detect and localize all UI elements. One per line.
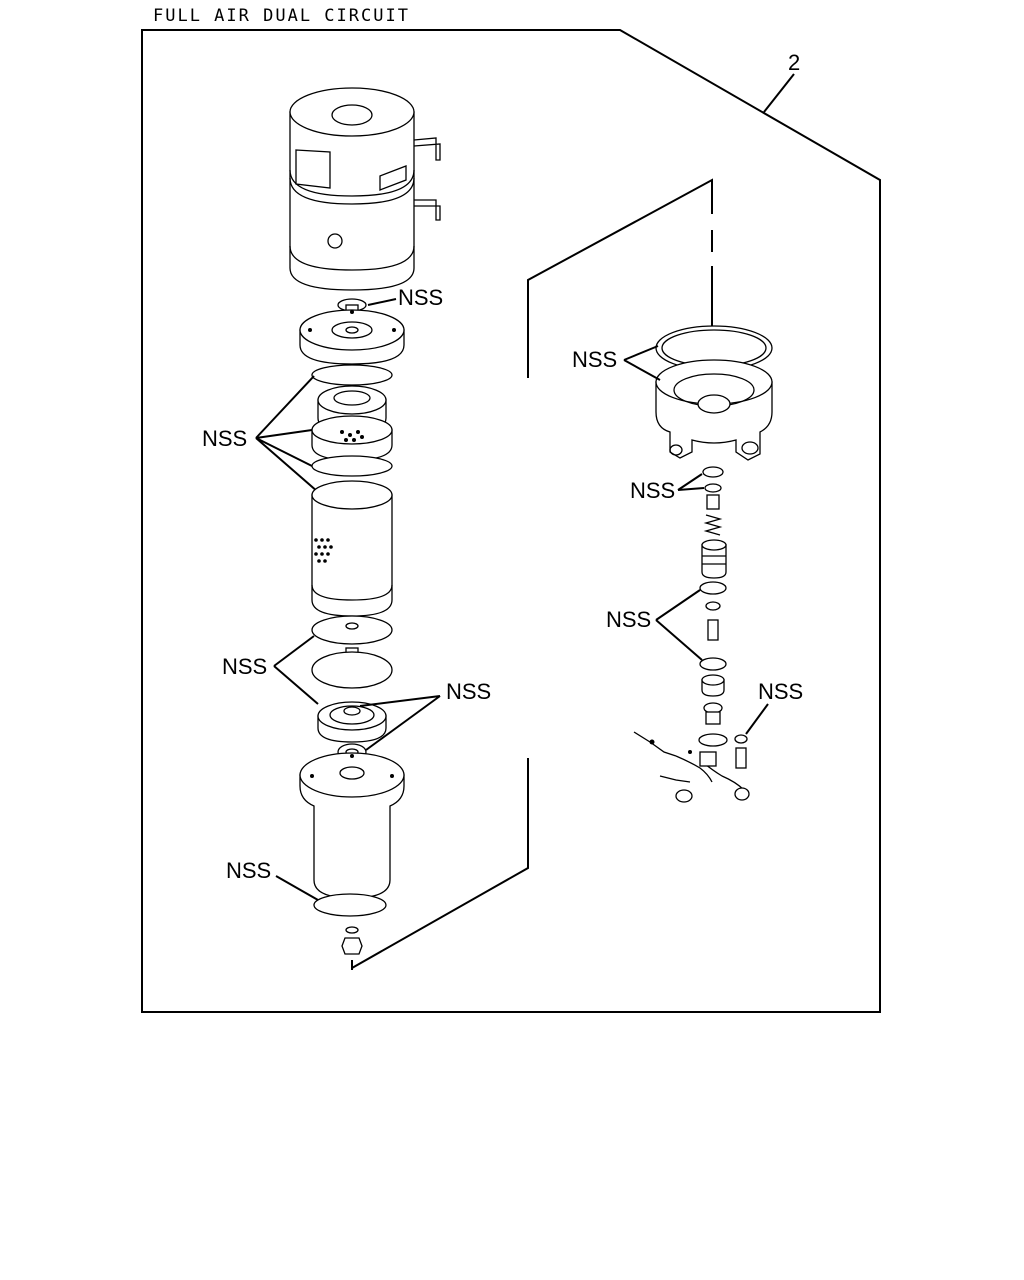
- lower-disc-1: [311, 615, 393, 645]
- upper-plate: [299, 309, 405, 365]
- callout-number: 2: [788, 50, 800, 75]
- top-canister: [289, 87, 441, 291]
- valve-stem: [706, 494, 720, 510]
- nss-label-right-orings-top: NSS: [630, 478, 675, 503]
- leaders-right-housing: [623, 345, 661, 381]
- nss-label-top-cap: NSS: [398, 285, 443, 310]
- perforated-disc: [311, 415, 393, 461]
- fitting: [735, 747, 747, 769]
- lower-valve-cap: [701, 674, 725, 697]
- leader-left-bottom: [275, 875, 319, 901]
- washer: [345, 926, 359, 934]
- filter-element: [311, 480, 393, 617]
- nss-label-right-housing: NSS: [572, 347, 617, 372]
- nss-label-left-discs: NSS: [222, 654, 267, 679]
- fitting-oring: [734, 734, 748, 744]
- bottom-seal-ring: [313, 893, 387, 917]
- oring-top-1: [702, 466, 724, 478]
- left-component-stack: NSS NSS: [202, 87, 491, 970]
- leaders-left-seals: [255, 375, 319, 493]
- assembly-frame: [141, 29, 881, 1013]
- leaders-right-orings-top: [677, 473, 705, 491]
- nss-label-right-fitting: NSS: [758, 679, 803, 704]
- nss-label-right-orings-mid: NSS: [606, 607, 651, 632]
- right-component-stack: NSS NSS NSS: [572, 325, 803, 803]
- seal-ring-2: [311, 455, 393, 477]
- lower-ring: [698, 733, 728, 747]
- plunger: [701, 539, 727, 579]
- callout-leader: [763, 73, 795, 113]
- leaders-left-discs: [273, 635, 319, 705]
- oring-top-2: [704, 483, 722, 493]
- nss-label-left-bottom: NSS: [226, 858, 271, 883]
- bottom-housing: [299, 752, 405, 899]
- oring-mid-1: [699, 581, 727, 595]
- leaders-right-orings-mid: [655, 589, 703, 661]
- pin: [707, 619, 719, 641]
- spring: [703, 514, 723, 536]
- leaders-left-nut: [359, 695, 441, 751]
- leader-top-cap: [367, 298, 397, 306]
- hex-nut: [341, 937, 363, 955]
- leader-right-fitting: [745, 703, 769, 735]
- sensor-wiring: [633, 731, 750, 803]
- diagram-title: FULL AIR DUAL CIRCUIT: [153, 6, 410, 26]
- lower-body: [705, 711, 721, 725]
- lower-disc-2: [311, 651, 393, 689]
- valve-housing: [655, 359, 773, 461]
- nss-label-left-seals: NSS: [202, 426, 247, 451]
- valve-seat: [317, 701, 387, 743]
- oring-mid-2: [705, 601, 721, 611]
- oring-mid-3: [699, 657, 727, 671]
- nss-label-left-nut: NSS: [446, 679, 491, 704]
- seal-ring-1: [311, 364, 393, 386]
